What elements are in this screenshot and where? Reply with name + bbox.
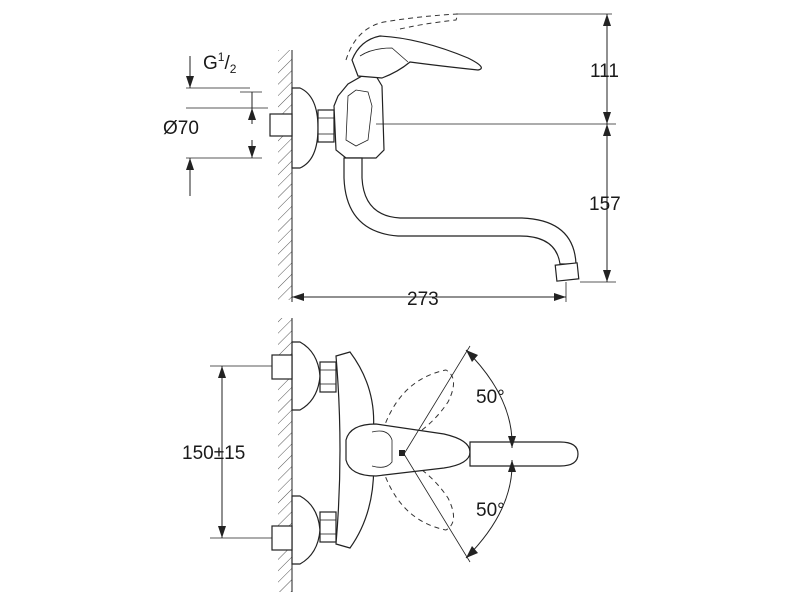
centers-label: 150±15 bbox=[182, 443, 245, 464]
wall-hatch-top bbox=[278, 318, 292, 592]
diameter-label: Ø70 bbox=[163, 118, 199, 139]
lever-alt-upper bbox=[379, 369, 454, 447]
lever-indicator bbox=[399, 450, 405, 456]
wall-hatch-side bbox=[278, 50, 292, 300]
dim-273-label: 273 bbox=[407, 289, 439, 310]
angle-lower-label: 50° bbox=[476, 500, 505, 521]
wall-rosette-side bbox=[291, 87, 319, 169]
side-view: 111 157 273 G1/2 Ø70 bbox=[163, 13, 621, 310]
lever-alt-position bbox=[345, 13, 459, 61]
aerator-side bbox=[554, 262, 580, 282]
rosette-lower bbox=[291, 495, 321, 565]
lever-handle-top bbox=[345, 423, 471, 477]
inlet-lower bbox=[271, 525, 293, 551]
lever-alt-lower bbox=[379, 453, 454, 531]
mixer-body-side bbox=[333, 75, 385, 159]
lever-handle-side bbox=[351, 35, 482, 79]
inlet-stub bbox=[269, 113, 293, 137]
hex-nut-side bbox=[317, 109, 335, 143]
dim-157-label: 157 bbox=[589, 194, 621, 215]
inlet-upper bbox=[271, 354, 293, 380]
hex-nut-upper bbox=[319, 361, 337, 393]
rosette-upper bbox=[291, 341, 321, 411]
hex-nut-lower bbox=[319, 511, 337, 543]
spout-side bbox=[343, 157, 577, 265]
spout-top bbox=[469, 441, 579, 467]
angle-upper-label: 50° bbox=[476, 387, 505, 408]
top-view: 50° 50° 150±15 bbox=[182, 318, 579, 592]
dim-111-label: 111 bbox=[590, 61, 619, 82]
thread-label: G1/2 bbox=[203, 50, 237, 76]
